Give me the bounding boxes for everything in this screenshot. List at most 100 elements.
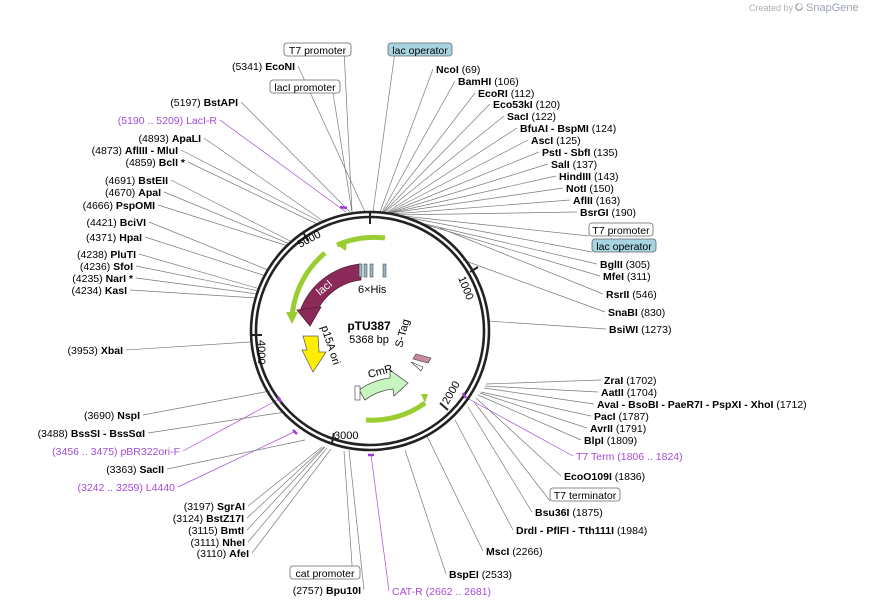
site-label-msci[interactable]: MscI (2266) (486, 546, 543, 558)
site-label-bsu36i[interactable]: Bsu36I (1875) (535, 507, 603, 519)
site-label-bamhi[interactable]: BamHI (106) (458, 76, 519, 88)
site-label-apali[interactable]: (4893) ApaLI (139, 133, 202, 145)
site-position: (4238) (77, 249, 107, 261)
tick-label-5000: 5000 (296, 229, 323, 251)
site-label-hindiii[interactable]: HindIII (143) (559, 171, 619, 183)
site-label-afei[interactable]: (3110) AfeI (197, 548, 249, 560)
feature-laci[interactable]: lacI (296, 263, 362, 327)
site-label-rsrii[interactable]: RsrII (546) (606, 289, 657, 301)
site-name: AatII (601, 387, 624, 399)
site-label-sacii[interactable]: (3363) SacII (106, 464, 164, 476)
primer-label-laci-r[interactable]: (5190 .. 5209) LacI-R (118, 115, 218, 127)
site-name: BstAPI (204, 97, 239, 109)
site-label-sfoi[interactable]: (4236) SfoI (80, 261, 133, 273)
plasmid-length: 5368 bp (349, 334, 389, 346)
site-name: BlpI (584, 435, 604, 447)
site-label-bfuai-bspmi[interactable]: BfuAI - BspMI (124) (520, 123, 616, 135)
site-label-nhei[interactable]: (3111) NheI (191, 537, 246, 549)
leader-bstz17i (246, 446, 325, 519)
site-label-bspei[interactable]: BspEI (2533) (449, 569, 512, 581)
site-label-zrai[interactable]: ZraI (1702) (604, 375, 657, 387)
site-label-aflii[interactable]: AflII (163) (573, 195, 620, 207)
site-label-bcli[interactable]: (4859) BclI * (125, 157, 185, 169)
leader-apai (163, 191, 291, 245)
site-position: (4859) (125, 157, 155, 169)
site-label-pluti[interactable]: (4238) PluTI (77, 249, 136, 261)
leader-bcli (187, 161, 318, 225)
site-label-nspi[interactable]: (3690) NspI (84, 410, 140, 422)
site-label-afliii-mlui[interactable]: (4873) AflIII - MluI (92, 145, 178, 157)
site-label-ecoo109i[interactable]: EcoO109I (1836) (564, 471, 645, 483)
site-label-bmti[interactable]: (3115) BmtI (188, 525, 244, 537)
site-label-pspomi[interactable]: (4666) PspOMI (83, 200, 155, 212)
site-label-bglii[interactable]: BglII (305) (600, 259, 650, 271)
feature-box-t7-promoter[interactable]: T7 promoter (283, 42, 352, 57)
site-name: NcoI (436, 64, 459, 76)
primer-bar-l4440 (292, 429, 298, 435)
site-name: BsiWI (609, 324, 638, 336)
primer-label-cat-r[interactable]: CAT-R (2662 .. 2681) (392, 586, 491, 598)
site-label-bsiwi[interactable]: BsiWI (1273) (609, 324, 671, 336)
feature-cmr[interactable]: CmR (354, 363, 409, 401)
primer-label-pbr322ori-f[interactable]: (3456 .. 3475) pBR322ori-F (52, 446, 180, 458)
site-label-bpu10i[interactable]: (2757) Bpu10I (293, 585, 361, 597)
site-label-sali[interactable]: SalI (137) (551, 159, 597, 171)
site-position: (1984) (617, 525, 647, 537)
site-label-bstapi[interactable]: (5197) BstAPI (170, 97, 238, 109)
feature-box-lac-operator[interactable]: lac operator (591, 238, 657, 253)
feature-6xhis[interactable]: 6×His (358, 263, 387, 296)
site-name: PspOMI (116, 200, 155, 212)
site-position: (3363) (106, 464, 136, 476)
site-label-bstz17i[interactable]: (3124) BstZ17I (173, 513, 244, 525)
leader-lac-operator (372, 55, 395, 213)
site-label-sgrai[interactable]: (3197) SgrAI (184, 501, 245, 513)
site-label-bcivi[interactable]: (4421) BciVI (86, 217, 146, 229)
primer-label-l4440[interactable]: (3242 .. 3259) L4440 (77, 482, 175, 494)
feature-box-laci-promoter[interactable]: lacI promoter (269, 79, 341, 94)
feature-p15a-ori[interactable]: p15A ori (301, 324, 342, 373)
site-label-apai[interactable]: (4670) ApaI (105, 187, 161, 199)
site-label-saci[interactable]: SacI (122) (507, 111, 556, 123)
site-label-aatii[interactable]: AatII (1704) (601, 387, 657, 399)
feature-box-cat-promoter[interactable]: cat promoter (289, 565, 361, 580)
site-label-bsrgi[interactable]: BsrGI (190) (580, 207, 636, 219)
site-label-avai-bsobi-paer7i-pspxi-xhoi[interactable]: AvaI - BsoBI - PaeR7I - PspXI - XhoI (17… (597, 399, 807, 411)
site-label-paci[interactable]: PacI (1787) (594, 411, 649, 423)
site-label-nari[interactable]: (4235) NarI * (72, 273, 134, 285)
feature-box-bg (283, 42, 352, 57)
feature-box-t7-terminator[interactable]: T7 terminator (549, 487, 621, 502)
site-label-snabi[interactable]: SnaBI (830) (608, 307, 665, 319)
snapgene-logo-icon (795, 3, 803, 11)
site-label-hpai[interactable]: (4371) HpaI (86, 232, 142, 244)
feature-box-t7-promoter[interactable]: T7 promoter (588, 222, 654, 237)
leader-bsssi-bsss-i (147, 411, 286, 434)
feature-s-tag[interactable]: S-Tag (393, 318, 432, 372)
site-label-eco53ki[interactable]: Eco53kI (120) (493, 99, 560, 111)
site-label-bsteii[interactable]: (4691) BstEII (105, 175, 168, 187)
feature-box-lac-operator[interactable]: lac operator (387, 42, 453, 57)
site-position: (5190 .. 5209) (118, 115, 183, 127)
site-name: EcoNI (265, 61, 295, 73)
site-label-ncoi[interactable]: NcoI (69) (436, 64, 480, 76)
site-label-blpi[interactable]: BlpI (1809) (584, 435, 637, 447)
site-label-noti[interactable]: NotI (150) (566, 183, 614, 195)
site-label-psti-sbfi[interactable]: PstI - SbfI (135) (542, 147, 618, 159)
site-label-ecori[interactable]: EcoRI (112) (478, 88, 534, 100)
leader-sgrai (247, 446, 323, 507)
primer-label-t7-term[interactable]: T7 Term (1806 .. 1824) (576, 451, 683, 463)
site-name: AfeI (229, 548, 249, 560)
site-label-econi[interactable]: (5341) EcoNI (232, 61, 295, 73)
site-label-xbai[interactable]: (3953) XbaI (68, 345, 124, 357)
leader-laci-promoter (332, 92, 353, 213)
site-label-kasi[interactable]: (4234) KasI (72, 285, 128, 297)
site-label-bsssi-bsss-i[interactable]: (3488) BssSI - BssSαI (38, 428, 146, 440)
site-label-mfei[interactable]: MfeI (311) (603, 271, 651, 283)
site-label-drdi-pflfi-tth111i[interactable]: DrdI - PflFI - Tth111I (1984) (516, 525, 647, 537)
site-label-avrii[interactable]: AvrII (1791) (590, 423, 646, 435)
site-name: Eco53kI (493, 99, 533, 111)
site-name: AflIII - MluI (125, 145, 178, 157)
leader-nari (135, 277, 259, 295)
site-name: AvrII (590, 423, 613, 435)
leader-blpi (477, 394, 582, 441)
site-label-asci[interactable]: AscI (125) (531, 135, 581, 147)
